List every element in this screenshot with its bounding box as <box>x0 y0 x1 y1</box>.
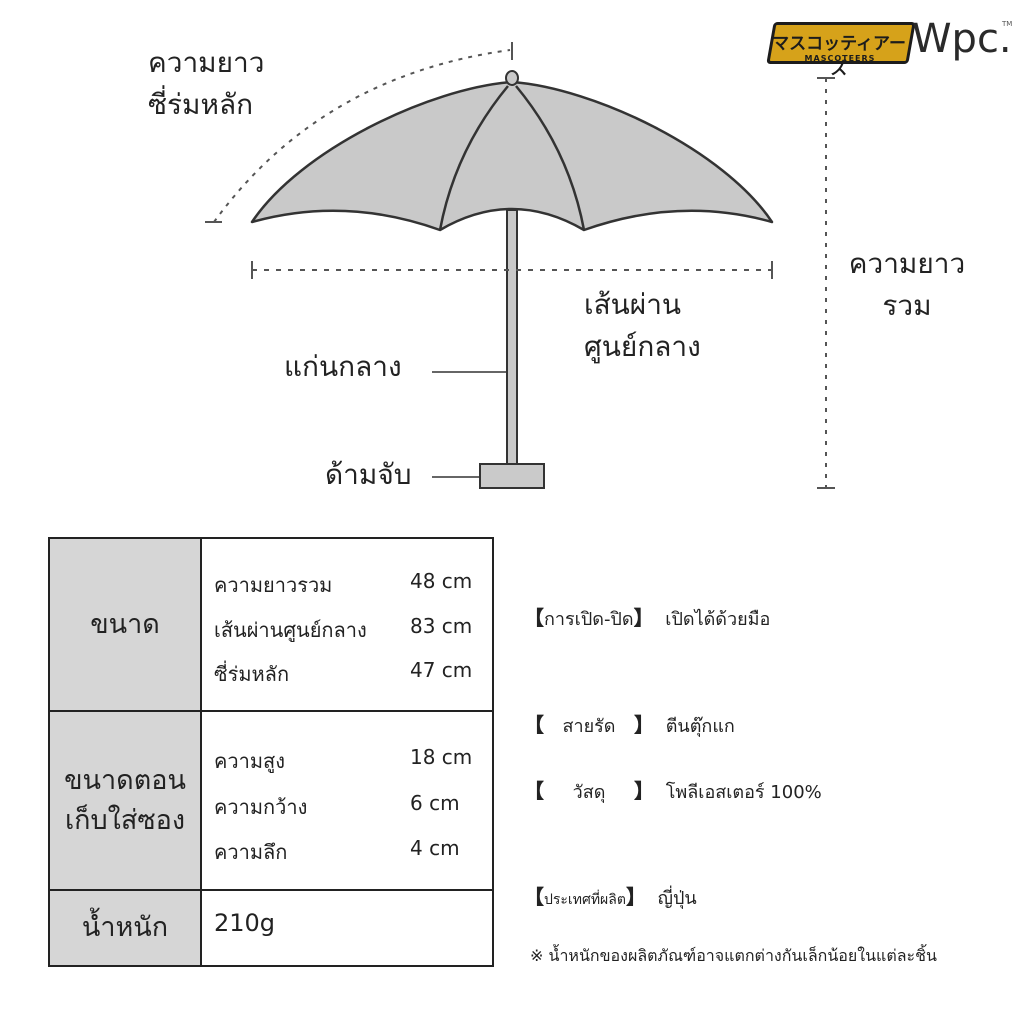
size-item-label: ซี่ร่มหลัก <box>214 662 290 686</box>
note-mark-icon: ※ <box>530 946 544 965</box>
weight-row: น้ำหนัก 210g <box>50 891 492 965</box>
canopy-rib-right <box>515 85 586 231</box>
size-item-value: 83 cm <box>410 614 473 638</box>
wpc-logo: Wpc. <box>912 16 1012 62</box>
weight-note: ※ น้ำหนักของผลิตภัณฑ์อาจแตกต่างกันเล็กน้… <box>530 946 937 965</box>
info-material: 【วัสดุ】 โพลีเอสเตอร์ 100% <box>524 779 822 803</box>
size-header: ขนาด <box>50 539 202 710</box>
trademark: TM <box>1002 20 1013 28</box>
folded-item-value: 4 cm <box>410 836 460 860</box>
brand-logo: マスコッティアーズ MASCOTEERS Wpc. TM <box>766 16 1020 79</box>
size-item-label: ความยาวรวม <box>214 573 333 597</box>
rib-length-label: ความยาว ซี่ร่มหลัก <box>148 46 265 121</box>
info-origin: 【ประเทศที่ผลิต】 ญี่ปุ่น <box>524 885 697 909</box>
info-open-close: 【การเปิด-ปิด】 เปิดได้ด้วยมือ <box>524 606 771 630</box>
folded-item-value: 6 cm <box>410 791 460 815</box>
folded-header: ขนาดตอน เก็บใส่ซอง <box>50 712 202 889</box>
shaft-label: แก่นกลาง <box>284 350 402 383</box>
folded-item-value: 18 cm <box>410 745 473 769</box>
size-item-value: 47 cm <box>410 658 473 682</box>
rib-length-arc <box>213 49 511 223</box>
folded-item-label: ความสูง <box>214 749 285 773</box>
folded-row: ขนาดตอน เก็บใส่ซอง ความสูง 18 cm ความกว้… <box>50 712 492 891</box>
size-row: ขนาด ความยาวรวม 48 cm เส้นผ่านศูนย์กลาง … <box>50 539 492 712</box>
total-length-label: ความยาว รวม <box>848 247 966 322</box>
mascoteers-sub: MASCOTEERS <box>804 54 876 63</box>
folded-item-label: ความกว้าง <box>214 795 308 819</box>
size-item-value: 48 cm <box>410 569 473 593</box>
umbrella-tip <box>505 70 519 86</box>
weight-header: น้ำหนัก <box>50 891 202 965</box>
folded-item-label: ความลึก <box>214 840 288 864</box>
spec-table: ขนาด ความยาวรวม 48 cm เส้นผ่านศูนย์กลาง … <box>48 537 494 967</box>
umbrella-handle <box>479 463 545 489</box>
canopy-rib-left <box>438 85 509 231</box>
umbrella-diagram <box>205 42 835 489</box>
info-strap: 【สายรัด】 ตีนตุ๊กแก <box>524 713 735 737</box>
diameter-label: เส้นผ่าน ศูนย์กลาง <box>584 288 701 363</box>
handle-label: ด้ามจับ <box>325 458 412 491</box>
weight-value: 210g <box>214 909 276 937</box>
umbrella-shaft <box>506 209 518 469</box>
size-item-label: เส้นผ่านศูนย์กลาง <box>214 618 367 642</box>
umbrella-canopy <box>250 80 774 232</box>
